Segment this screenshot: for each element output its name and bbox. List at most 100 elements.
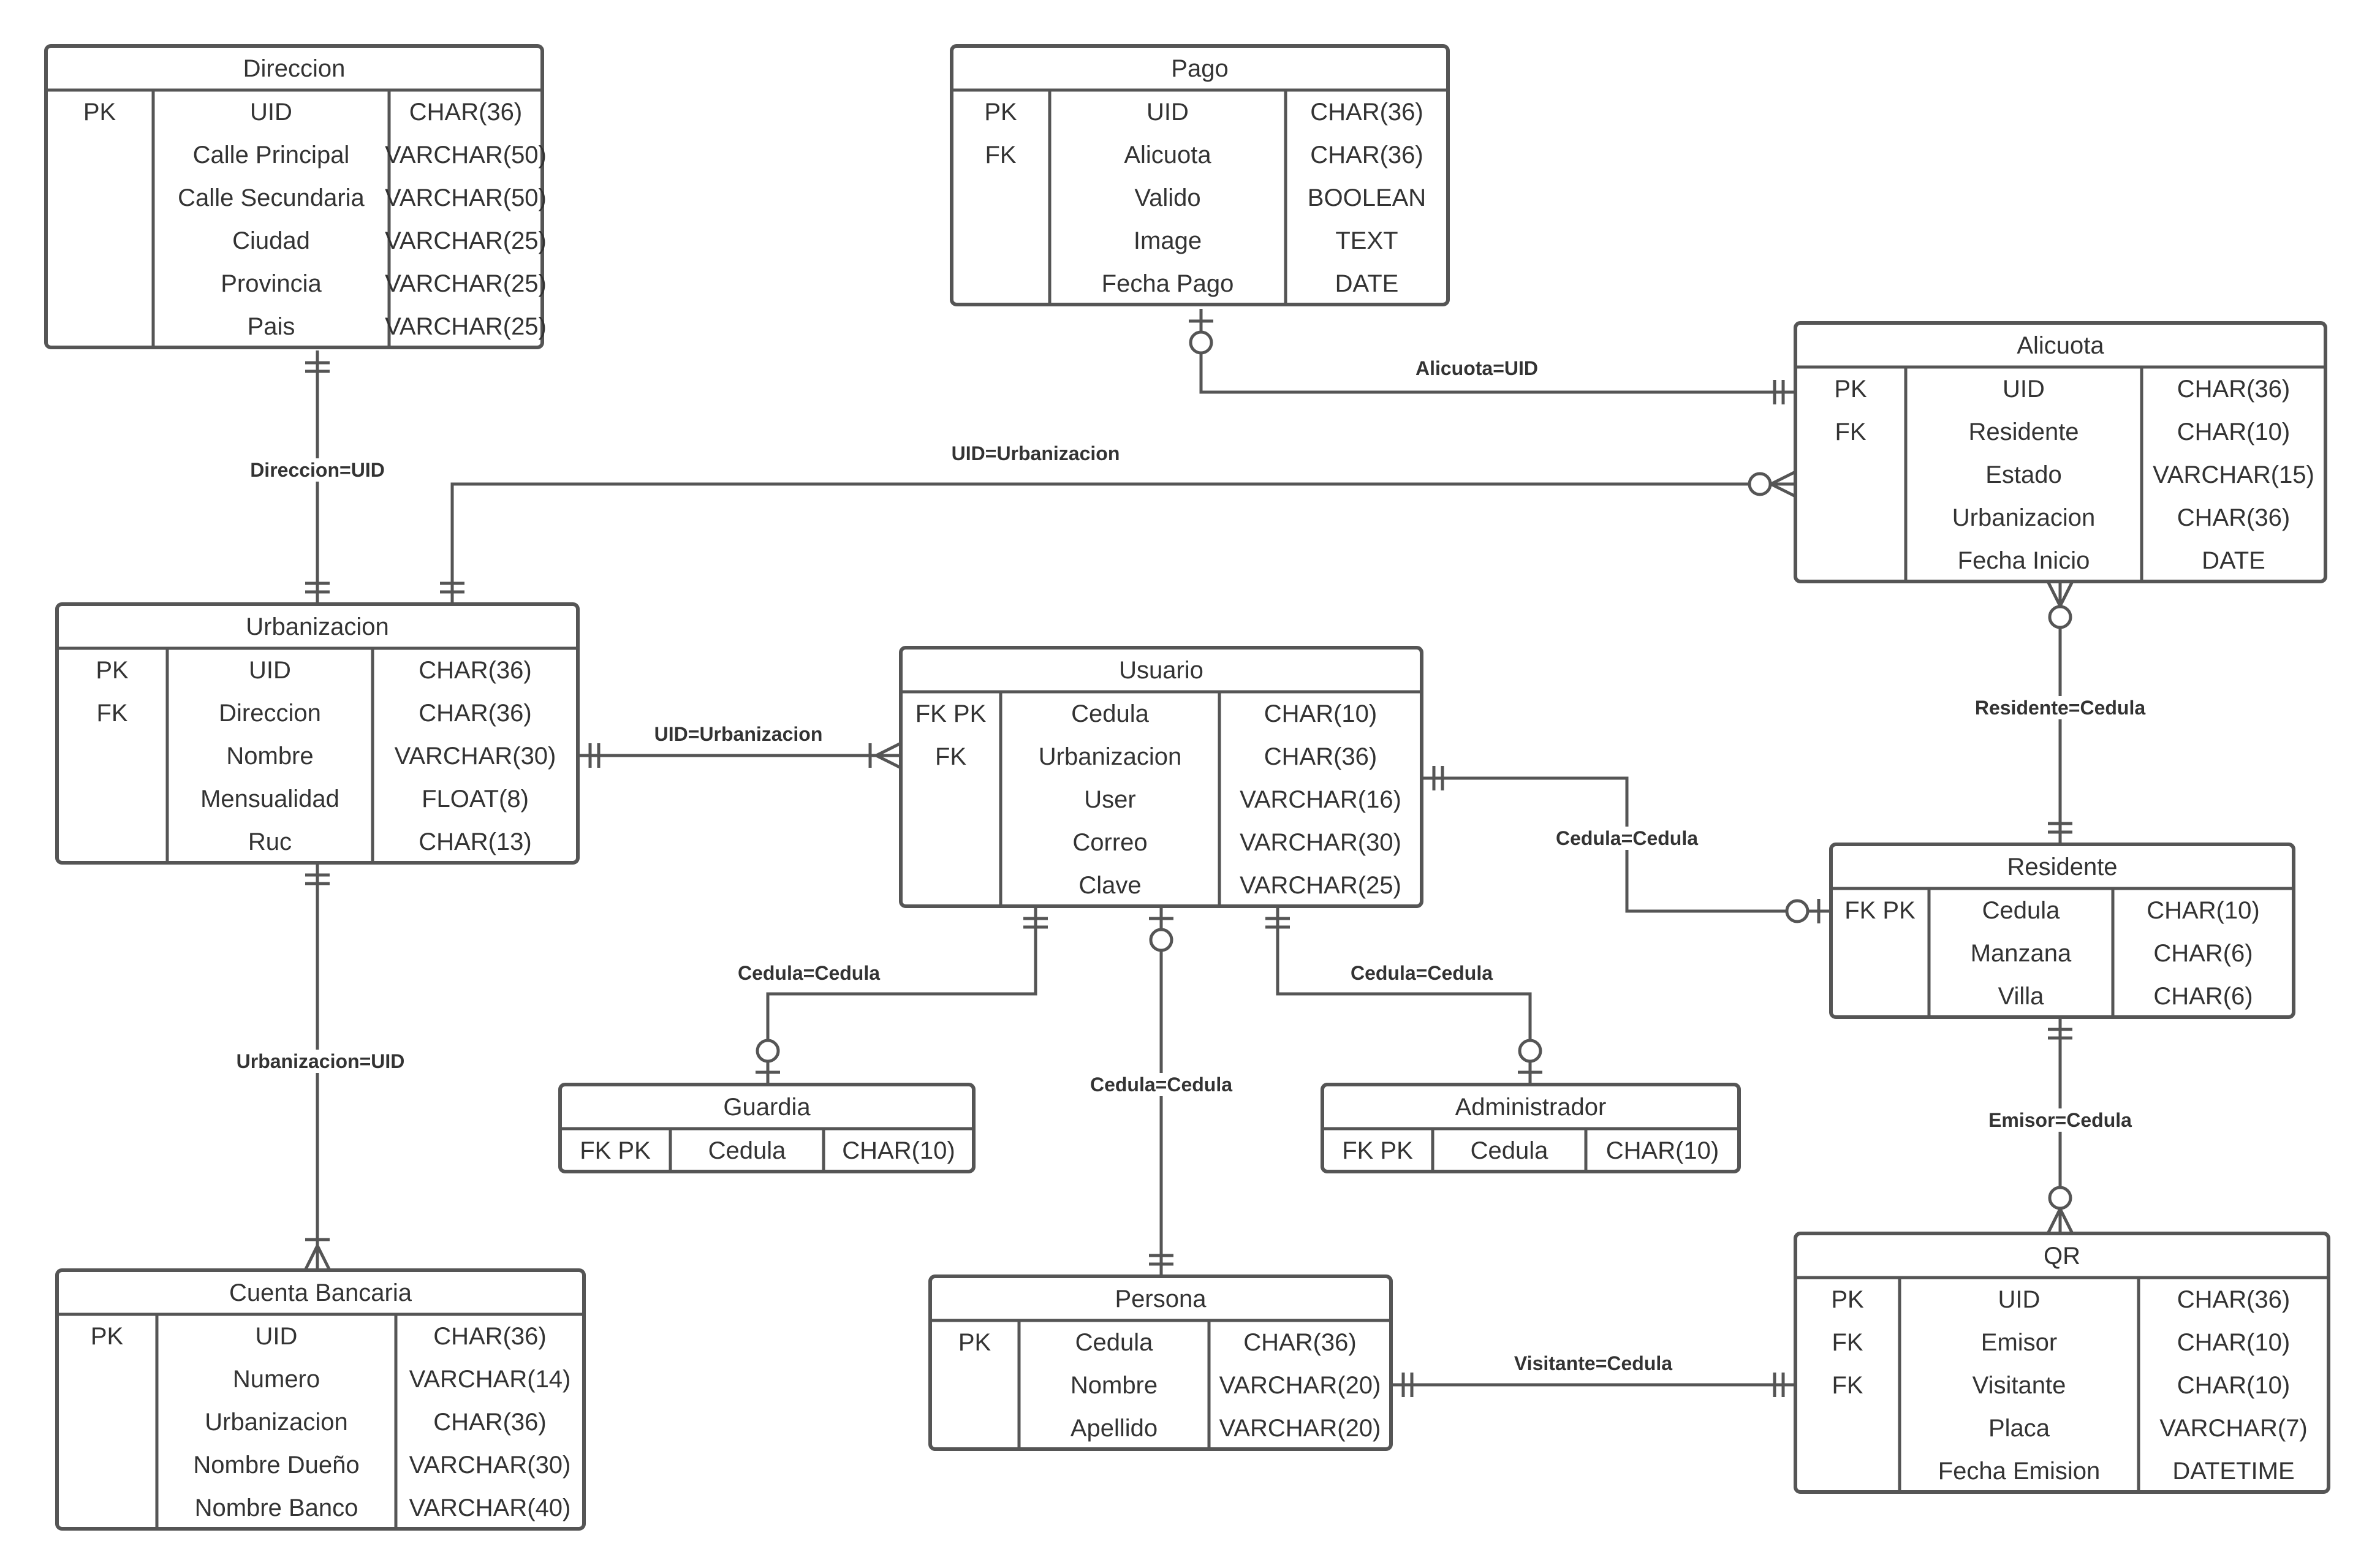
column-name: Manzana: [1971, 940, 2072, 967]
column-type: VARCHAR(50): [385, 142, 547, 169]
relationship-label-bg: [727, 961, 891, 985]
column-name: Mensualidad: [200, 786, 339, 812]
cardinality-circle: [2048, 605, 2072, 629]
column-type: CHAR(10): [2177, 1329, 2290, 1356]
crows-foot: [1770, 482, 1797, 498]
column-name: UID: [2003, 376, 2045, 403]
column-type: DATE: [1335, 270, 1399, 297]
rel-usuario-administrador[interactable]: [1265, 906, 1542, 1085]
column-type: CHAR(13): [419, 828, 531, 855]
column-type: CHAR(36): [419, 700, 531, 727]
relationship-line: [450, 482, 1795, 604]
column-name: Fecha Emision: [1938, 1458, 2101, 1485]
column-name: Nombre Banco: [195, 1494, 358, 1521]
relationship-label-bg: [1978, 1108, 2142, 1132]
rel-urbanizacion-alicuota[interactable]: [440, 470, 1797, 604]
entity-box: [55, 1268, 586, 1531]
relationship-label-bg: [235, 458, 400, 482]
column-type: CHAR(10): [842, 1137, 955, 1164]
key-cell: FK PK: [915, 700, 987, 727]
column-type: CHAR(36): [419, 657, 531, 684]
entity-title: Administrador: [1455, 1094, 1607, 1121]
rel-persona-qr[interactable]: [1391, 1373, 1795, 1397]
key-cell: FK PK: [1844, 897, 1916, 924]
crows-foot: [875, 754, 902, 770]
column-type: VARCHAR(7): [2159, 1415, 2308, 1442]
column-name: UID: [1146, 99, 1189, 126]
entity-title: Direccion: [243, 55, 346, 82]
rel-pago-alicuota[interactable]: [1189, 309, 1795, 404]
relationship-label-bg: [936, 442, 1135, 465]
column-name: Calle Secundaria: [178, 184, 365, 211]
column-name: Urbanizacion: [1039, 743, 1181, 770]
entity-title: Urbanizacion: [246, 613, 388, 640]
relationship-labels: Direccion=UIDAlicuota=UIDUID=Urbanizacio…: [221, 357, 2159, 1375]
column-type: CHAR(6): [2153, 983, 2253, 1010]
column-type: BOOLEAN: [1308, 184, 1426, 211]
column-name: Calle Principal: [193, 142, 350, 169]
relationship-label-bg: [1079, 1073, 1243, 1096]
column-type: CHAR(36): [1264, 743, 1377, 770]
relationship-line: [766, 906, 1037, 1085]
column-type: VARCHAR(25): [385, 227, 547, 254]
relationship-label: Cedula=Cedula: [1556, 827, 1698, 849]
column-name: Visitante: [1973, 1372, 2066, 1399]
column-name: Fecha Pago: [1102, 270, 1234, 297]
column-name: Urbanizacion: [1952, 504, 2095, 531]
rel-urbanizacion-usuario[interactable]: [578, 741, 902, 770]
relationship-label-bg: [1494, 1352, 1692, 1375]
column-type: CHAR(36): [2177, 1286, 2290, 1313]
cardinality-circle: [2048, 1186, 2072, 1210]
entity-title: Residente: [2007, 854, 2117, 881]
column-type: VARCHAR(30): [409, 1452, 571, 1479]
column-name: Cedula: [1071, 700, 1150, 727]
crows-foot: [2058, 580, 2074, 607]
column-type: CHAR(10): [1264, 700, 1377, 727]
relationship-label: Cedula=Cedula: [1351, 962, 1493, 984]
entity-title: QR: [2044, 1243, 2080, 1270]
column-type: VARCHAR(30): [1240, 829, 1401, 856]
column-type: CHAR(36): [1310, 142, 1423, 169]
key-cell: PK: [1831, 1286, 1864, 1313]
relationship-label-bg: [639, 722, 838, 746]
relationship-label-bg: [221, 1050, 420, 1073]
entity-title: Guardia: [723, 1094, 811, 1121]
column-type: CHAR(10): [1606, 1137, 1719, 1164]
key-cell: FK PK: [1342, 1137, 1413, 1164]
column-type: DATE: [2202, 547, 2265, 574]
column-type: VARCHAR(15): [2153, 461, 2314, 488]
column-name: Residente: [1968, 419, 2079, 445]
entity-box: [55, 602, 580, 865]
key-cell: FK: [985, 142, 1016, 169]
column-name: Ciudad: [232, 227, 310, 254]
relationship-label-bg: [1545, 827, 1709, 850]
column-name: Numero: [233, 1366, 320, 1393]
entity-title: Usuario: [1119, 657, 1203, 684]
entity-title: Alicuota: [2017, 332, 2104, 359]
rel-usuario-guardia[interactable]: [756, 906, 1048, 1085]
column-type: VARCHAR(20): [1219, 1415, 1381, 1442]
key-cell: FK: [1832, 1372, 1863, 1399]
entity-title: Persona: [1115, 1286, 1207, 1312]
column-type: VARCHAR(40): [409, 1494, 571, 1521]
column-name: Provincia: [221, 270, 322, 297]
relationship-label: UID=Urbanizacion: [952, 442, 1120, 464]
cardinality-circle: [1189, 330, 1213, 355]
column-name: Image: [1134, 227, 1202, 254]
column-name: Nombre Dueño: [193, 1452, 359, 1479]
column-type: CHAR(36): [433, 1409, 546, 1436]
column-type: CHAR(36): [1310, 99, 1423, 126]
crows-foot: [303, 1244, 319, 1271]
